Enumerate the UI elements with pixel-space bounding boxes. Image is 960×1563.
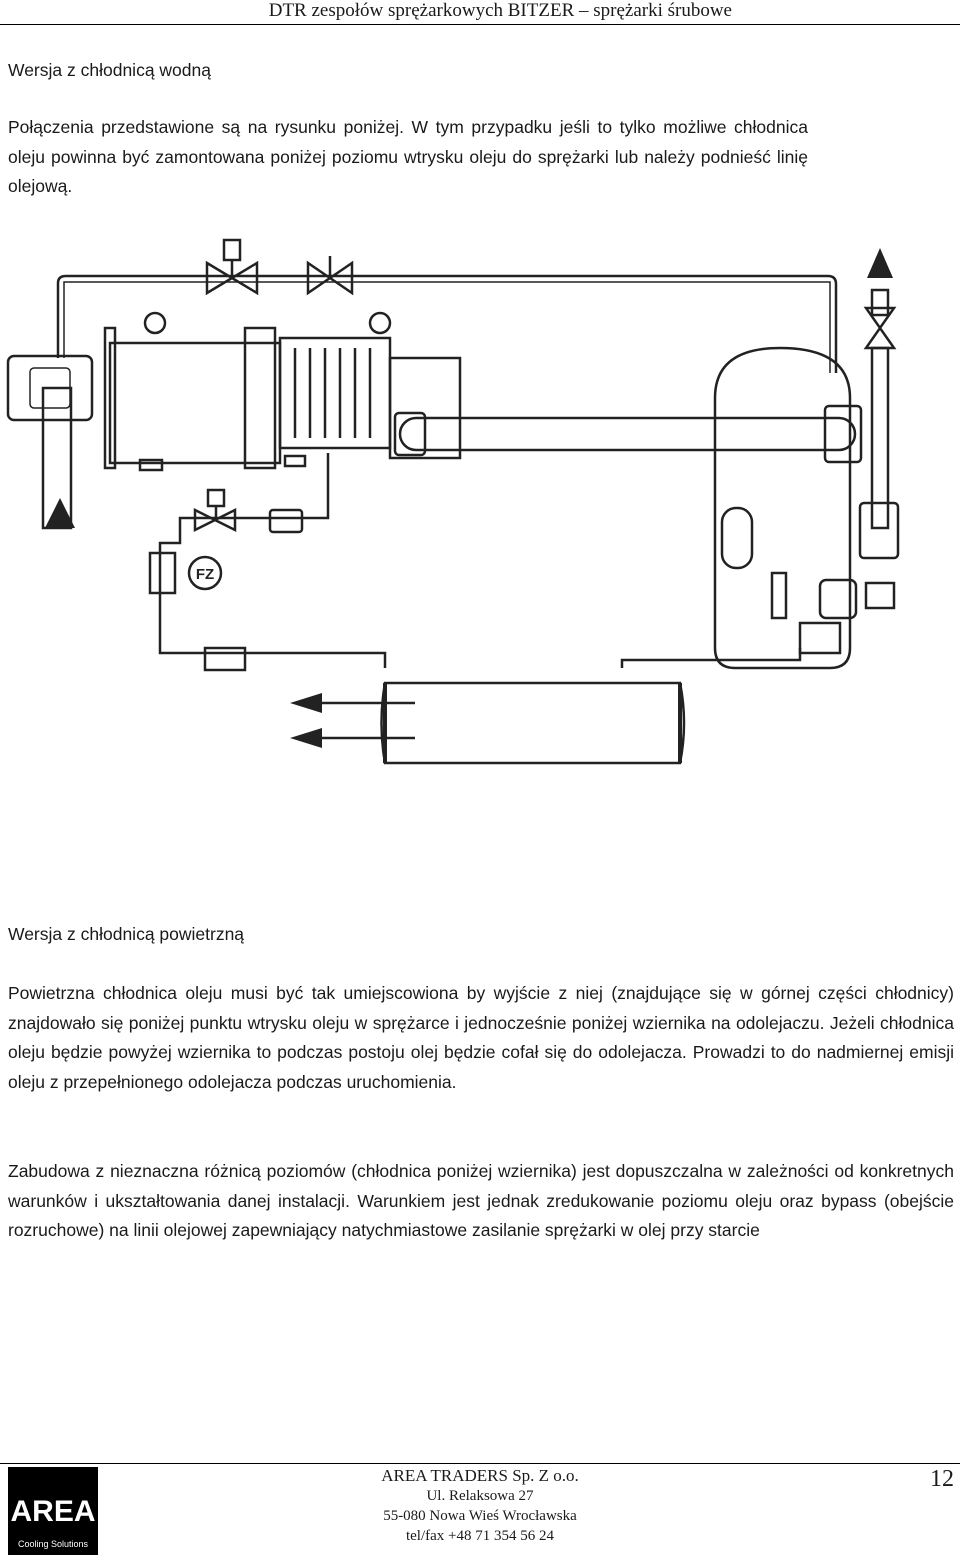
section-heading-air: Wersja z chłodnicą powietrzną <box>8 924 245 944</box>
logo-sub-text: Cooling Solutions <box>18 1539 89 1549</box>
fz-gauge <box>187 555 223 591</box>
compressor-motor <box>278 336 392 450</box>
sight-glass-bottom <box>148 551 177 595</box>
oil-cooler <box>380 681 686 765</box>
company-city: 55-080 Nowa Wieś Wrocławska <box>383 1508 577 1524</box>
valve-right <box>863 306 897 350</box>
arrow-left-1 <box>290 693 322 713</box>
oil-separator <box>713 346 852 670</box>
logo-main-text: AREA <box>10 1495 95 1528</box>
page-number: 12 <box>930 1466 954 1492</box>
page-header: DTR zespołów sprężarkowych BITZER – sprę… <box>0 0 960 25</box>
section-heading-water: Wersja z chłodnicą wodną <box>8 60 211 80</box>
arrow-left-2 <box>290 728 322 748</box>
fz-label: FZ <box>196 566 214 583</box>
paragraph-air-1: Powietrzna chłodnica oleju musi być tak … <box>8 983 954 1092</box>
company-street: Ul. Relaksowa 27 <box>426 1488 534 1504</box>
vertical-riser <box>870 346 890 530</box>
area-logo: AREA Cooling Solutions <box>8 1467 98 1555</box>
arrow-up-left <box>45 498 75 528</box>
oil-return-line <box>158 453 387 668</box>
top-oil-line <box>56 274 838 373</box>
filter-drier <box>203 646 247 672</box>
paragraph-water: Połączenia przedstawione są na rysunku p… <box>8 117 808 196</box>
header-title: DTR zespołów sprężarkowych BITZER – sprę… <box>268 0 732 21</box>
left-flange <box>6 354 94 422</box>
company-name: AREA TRADERS Sp. Z o.o. <box>381 1466 579 1485</box>
arrow-up-right <box>867 248 893 278</box>
company-address: AREA TRADERS Sp. Z o.o. Ul. Relaksowa 27… <box>340 1466 620 1546</box>
oil-cooler-diagram: FZ <box>6 238 900 765</box>
company-phone: tel/fax +48 71 354 56 24 <box>405 1528 555 1544</box>
sight-glass <box>720 506 754 570</box>
compressor-body <box>108 341 282 465</box>
filter-bottom <box>268 508 304 534</box>
footer-rule <box>0 1463 960 1464</box>
discharge-pipe <box>398 416 857 452</box>
paragraph-air-2: Zabudowa z nieznaczna różnicą poziomów (… <box>8 1161 954 1240</box>
